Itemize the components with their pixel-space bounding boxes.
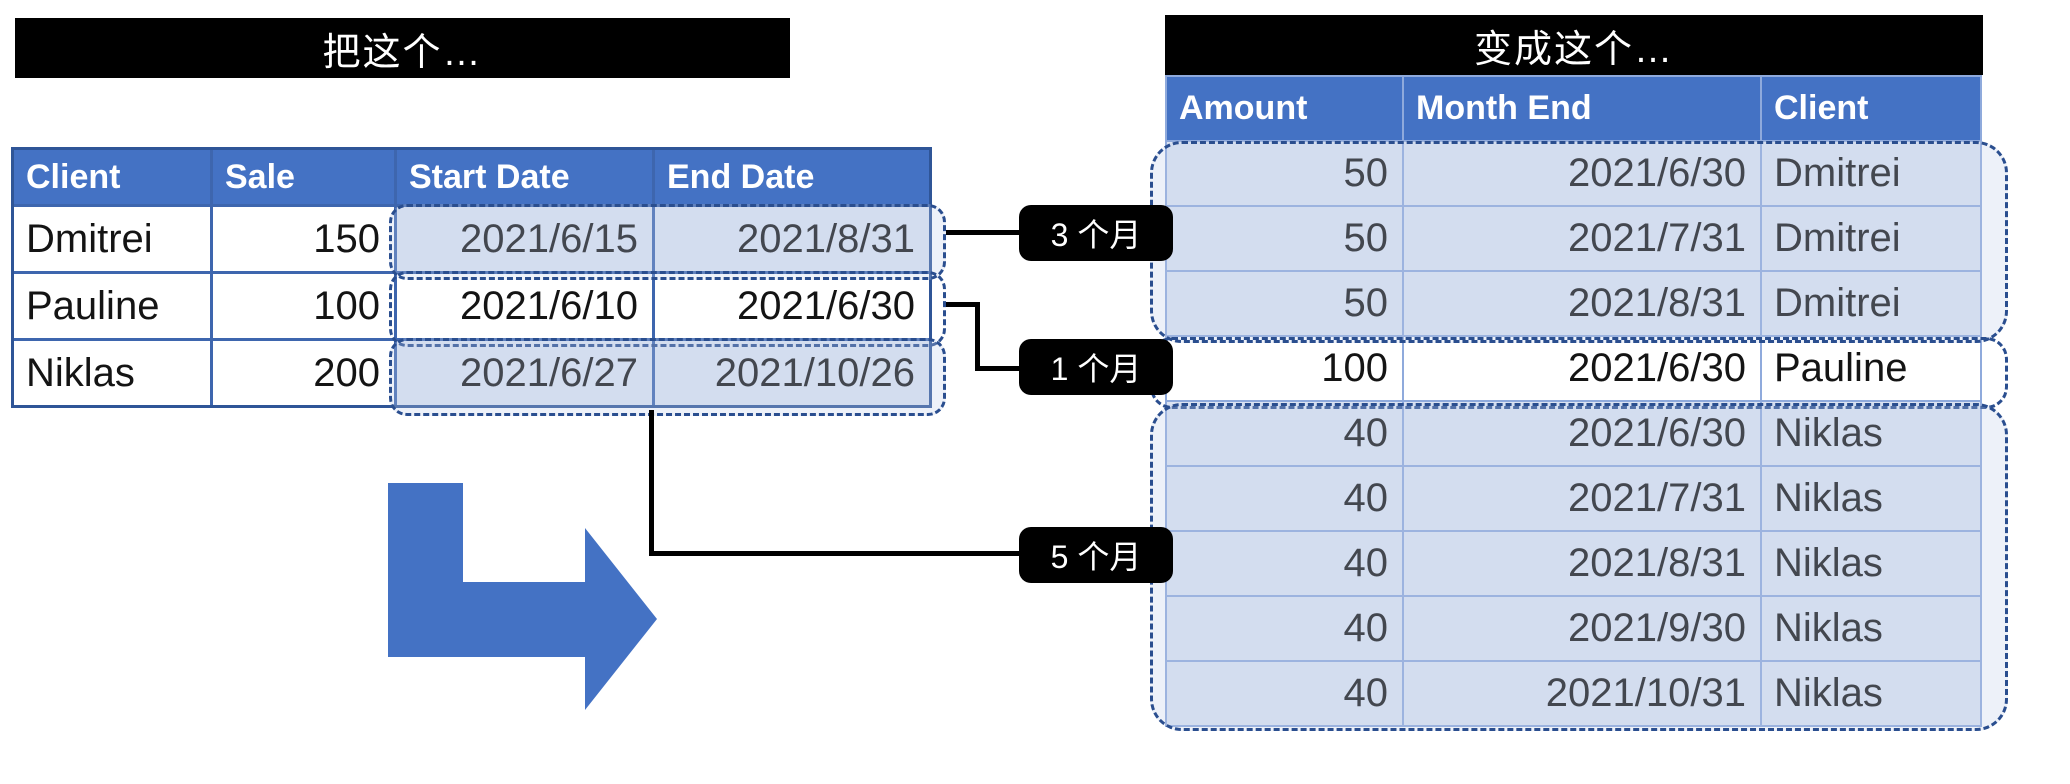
result-cell-month-end: 2021/6/30 xyxy=(1404,337,1760,400)
connector-line-1-month xyxy=(975,366,1019,371)
source-header-sale: Sale xyxy=(213,150,394,204)
result-cell-amount: 40 xyxy=(1167,467,1402,530)
source-header-start-date: Start Date xyxy=(397,150,652,204)
banner-result-caption: 变成这个… xyxy=(1165,15,1983,75)
result-cell-amount: 40 xyxy=(1167,532,1402,595)
source-cell-start-date: 2021/6/15 xyxy=(397,207,652,271)
banner-source-caption: 把这个… xyxy=(15,18,790,78)
result-cell-amount: 40 xyxy=(1167,402,1402,465)
source-cell-sale: 150 xyxy=(213,207,394,271)
result-header-amount: Amount xyxy=(1167,77,1402,140)
source-header-client: Client xyxy=(14,150,210,204)
source-cell-client: Niklas xyxy=(14,341,210,405)
source-cell-client: Dmitrei xyxy=(14,207,210,271)
duration-label-3-months: 3 个月 xyxy=(1019,205,1173,261)
duration-label-1-month: 1 个月 xyxy=(1019,339,1173,395)
result-cell-client: Niklas xyxy=(1762,662,1980,725)
result-cell-client: Niklas xyxy=(1762,597,1980,660)
result-header-month-end: Month End xyxy=(1404,77,1760,140)
result-cell-month-end: 2021/10/31 xyxy=(1404,662,1760,725)
result-cell-month-end: 2021/6/30 xyxy=(1404,142,1760,205)
source-cell-end-date: 2021/8/31 xyxy=(655,207,929,271)
result-cell-month-end: 2021/7/31 xyxy=(1404,467,1760,530)
result-cell-amount: 40 xyxy=(1167,597,1402,660)
result-cell-month-end: 2021/9/30 xyxy=(1404,597,1760,660)
result-table: Amount Month End Client 50 2021/6/30 Dmi… xyxy=(1165,75,1982,727)
bent-right-arrow-icon xyxy=(388,483,657,710)
source-cell-end-date: 2021/10/26 xyxy=(655,341,929,405)
source-header-end-date: End Date xyxy=(655,150,929,204)
connector-line-3-months xyxy=(946,230,1019,235)
result-cell-client: Niklas xyxy=(1762,532,1980,595)
connector-line-1-month xyxy=(946,302,980,307)
source-cell-client: Pauline xyxy=(14,274,210,338)
duration-label-5-months: 5 个月 xyxy=(1019,527,1173,583)
result-header-client: Client xyxy=(1762,77,1980,140)
result-cell-month-end: 2021/8/31 xyxy=(1404,272,1760,335)
result-cell-client: Dmitrei xyxy=(1762,207,1980,270)
result-cell-client: Niklas xyxy=(1762,467,1980,530)
source-table: Client Sale Start Date End Date Dmitrei … xyxy=(11,147,932,408)
result-cell-amount: 50 xyxy=(1167,272,1402,335)
result-cell-amount: 100 xyxy=(1167,337,1402,400)
result-cell-client: Dmitrei xyxy=(1762,142,1980,205)
result-cell-amount: 50 xyxy=(1167,142,1402,205)
connector-line-5-months xyxy=(649,410,654,556)
connector-line-1-month xyxy=(975,302,980,371)
source-cell-end-date: 2021/6/30 xyxy=(655,274,929,338)
result-cell-client: Dmitrei xyxy=(1762,272,1980,335)
result-cell-amount: 40 xyxy=(1167,662,1402,725)
source-cell-start-date: 2021/6/10 xyxy=(397,274,652,338)
source-cell-sale: 100 xyxy=(213,274,394,338)
result-cell-client: Niklas xyxy=(1762,402,1980,465)
result-cell-month-end: 2021/7/31 xyxy=(1404,207,1760,270)
result-cell-amount: 50 xyxy=(1167,207,1402,270)
result-cell-client: Pauline xyxy=(1762,337,1980,400)
result-cell-month-end: 2021/6/30 xyxy=(1404,402,1760,465)
connector-line-5-months xyxy=(649,551,1019,556)
source-cell-start-date: 2021/6/27 xyxy=(397,341,652,405)
result-cell-month-end: 2021/8/31 xyxy=(1404,532,1760,595)
source-cell-sale: 200 xyxy=(213,341,394,405)
